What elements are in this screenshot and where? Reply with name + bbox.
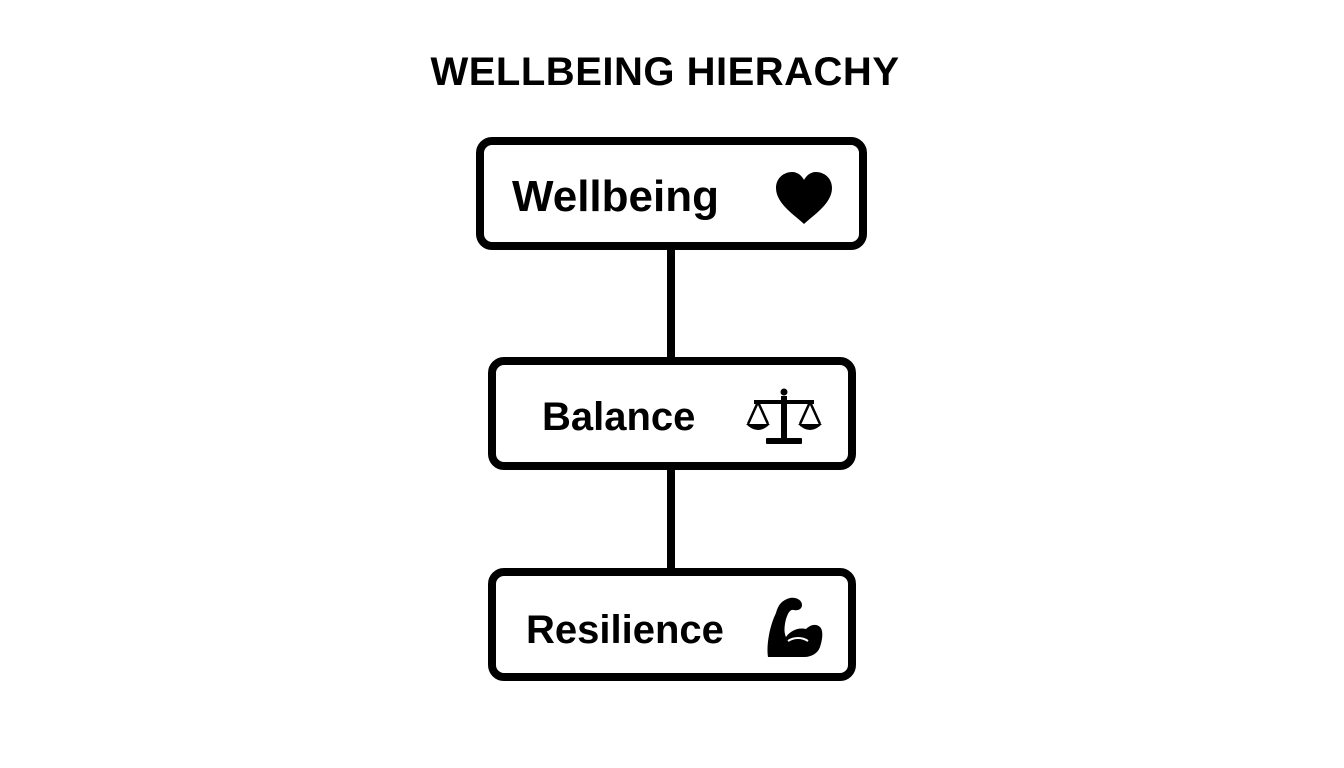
diagram-title: WELLBEING HIERACHY: [430, 50, 900, 94]
scales-icon: [744, 384, 824, 448]
node-balance-label: Balance: [542, 395, 696, 439]
node-resilience: Resilience: [488, 568, 856, 681]
node-balance: Balance: [488, 357, 856, 470]
heart-icon: [774, 170, 834, 226]
node-resilience-label: Resilience: [526, 608, 724, 652]
connector-balance-resilience: [667, 466, 675, 572]
flexed-bicep-icon: [764, 595, 824, 661]
node-wellbeing-label: Wellbeing: [512, 172, 719, 221]
connector-wellbeing-balance: [667, 246, 675, 362]
node-wellbeing: Wellbeing: [476, 137, 867, 250]
